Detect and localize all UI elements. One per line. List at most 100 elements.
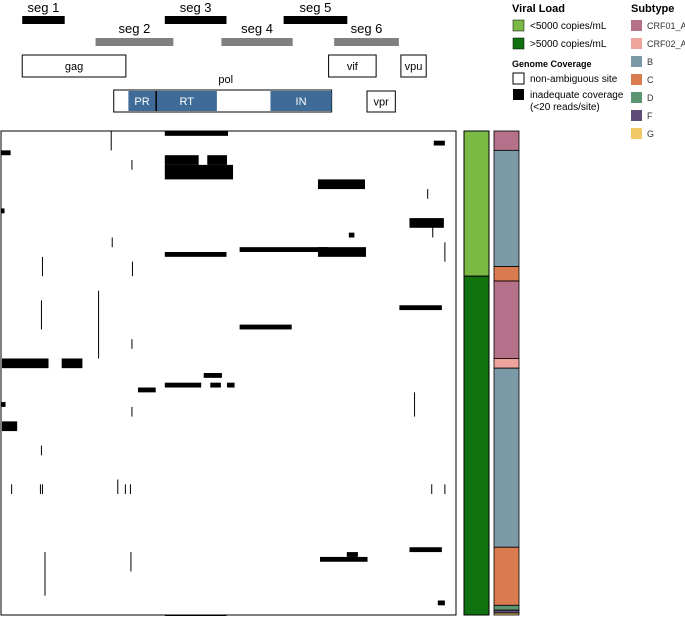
subtype-legend-title: Subtype: [631, 3, 674, 15]
low-coverage-block: [1, 150, 11, 156]
subtype-legend-label-f: F: [647, 111, 653, 121]
low-coverage-block: [210, 382, 221, 388]
subtype-segment-b: [493, 149, 520, 267]
coverage-legend-title: Genome Coverage: [512, 59, 592, 69]
gene-box-gag: [21, 54, 127, 78]
pol-domain-pr: [128, 91, 156, 111]
pol-domain-label-in: IN: [296, 96, 307, 108]
subtype-swatch-crf01-ae: [631, 20, 642, 31]
low-coverage-block: [138, 387, 156, 393]
coverage-swatch-0: [512, 72, 525, 85]
subtype-segment-g: [493, 612, 520, 616]
segment-label-seg-1: seg 1: [28, 0, 60, 15]
subtype-legend-label-g: G: [647, 129, 654, 139]
low-coverage-block: [164, 155, 199, 165]
subtype-segment-crf02-ag: [493, 358, 520, 369]
segment-label-seg-6: seg 6: [351, 21, 383, 36]
segment-label-seg-5: seg 5: [300, 0, 332, 15]
subtype-swatch-g: [631, 128, 642, 139]
low-coverage-block: [320, 556, 368, 562]
low-coverage-block: [409, 547, 442, 553]
segment-bar-seg-6: [334, 38, 399, 46]
gene-label-vif: vif: [347, 61, 359, 73]
subtype-segment-d: [493, 604, 520, 611]
subtype-segment-crf01-ae: [493, 130, 520, 151]
subtype-swatch-f: [631, 110, 642, 121]
subtype-segment-crf01-ae: [493, 280, 520, 359]
coverage-heatmap: [0, 130, 457, 616]
gene-box-vpr: [366, 90, 396, 113]
viral-load-legend-title: Viral Load: [512, 3, 565, 15]
segment-bar-seg-4: [221, 38, 293, 46]
low-coverage-block: [409, 218, 444, 228]
low-coverage-block: [207, 155, 227, 165]
low-coverage-block: [164, 615, 227, 616]
subtype-bar: [493, 130, 520, 616]
coverage-swatch-1: [513, 89, 524, 100]
viral-load-legend-label-0: <5000 copies/mL: [530, 21, 607, 32]
legends: Viral Load <5000 copies/mL >5000 copies/mL…: [512, 3, 685, 139]
low-coverage-block: [317, 179, 365, 190]
viral-load-swatch-0: [512, 19, 525, 32]
low-coverage-block: [437, 600, 445, 606]
low-coverage-block: [433, 140, 445, 146]
segment-bar-seg-3: [164, 16, 227, 24]
low-coverage-block: [1, 402, 6, 407]
subtype-segment-c: [493, 546, 520, 606]
subtype-segment-b: [493, 367, 520, 548]
low-coverage-marks: [1, 131, 446, 616]
gene-label-gag: gag: [65, 61, 83, 73]
pol-domain-in: [270, 91, 332, 111]
low-coverage-block: [2, 421, 18, 432]
subtype-segment-f: [493, 609, 520, 614]
viral-load-bar: [463, 130, 490, 616]
subtype-legend-label-crf01-ae: CRF01_AE: [647, 21, 685, 31]
coverage-legend-label-1-line1: inadequate coverage: [530, 90, 624, 101]
gene-box-vif: [328, 54, 377, 78]
subtype-legend-label-crf02-ag: CRF02_AG: [647, 39, 685, 49]
low-coverage-block: [164, 164, 234, 180]
low-coverage-block: [226, 382, 235, 388]
subtype-legend-label-d: D: [647, 93, 654, 103]
heatmap-frame: [0, 130, 457, 616]
low-coverage-block: [61, 358, 83, 369]
pol-domain-label-rt: RT: [180, 96, 195, 108]
low-coverage-block: [203, 373, 222, 378]
low-coverage-block: [317, 247, 367, 257]
low-coverage-block: [164, 252, 227, 257]
low-coverage-block: [239, 324, 292, 330]
viral-load-swatch-1: [512, 37, 525, 50]
gene-box-vpu: [400, 54, 427, 78]
pol-domain-rt: [156, 91, 217, 111]
low-coverage-block: [399, 305, 442, 311]
low-coverage-block: [2, 358, 49, 369]
segment-label-seg-2: seg 2: [119, 21, 151, 36]
segment-label-seg-3: seg 3: [180, 0, 212, 15]
amplicon-segments: seg 1 seg 2 seg 3 seg 4 seg 5 seg 6: [22, 0, 399, 46]
low-coverage-block: [164, 131, 228, 136]
low-coverage-block: [164, 382, 202, 388]
segment-bar-seg-1: [22, 16, 65, 24]
subtype-swatch-b: [631, 56, 642, 67]
low-coverage-block: [346, 552, 358, 557]
low-coverage-block: [239, 247, 329, 252]
segment-bar-seg-5: [283, 16, 348, 24]
low-coverage-block: [348, 232, 355, 238]
gene-label-vpr: vpr: [374, 97, 390, 109]
pol-domain-label-pr: PR: [134, 96, 149, 108]
viral-load-segment-5000-copies-ml: [463, 130, 490, 277]
gene-label-vpu: vpu: [405, 61, 423, 73]
segment-label-seg-4: seg 4: [241, 21, 273, 36]
subtype-segment-c: [493, 266, 520, 282]
coverage-legend-label-1: inadequate coverage(<20 reads/site): [530, 90, 624, 113]
subtype-swatch-crf02-ag: [631, 38, 642, 49]
subtype-swatch-c: [631, 74, 642, 85]
coverage-legend-label-0: non-ambiguous site: [530, 74, 618, 85]
viral-load-segment-5000-copies-ml: [463, 275, 490, 616]
low-coverage-block: [1, 208, 5, 214]
viral-load-legend-label-1: >5000 copies/mL: [530, 39, 607, 50]
subtype-legend-label-b: B: [647, 57, 653, 67]
subtype-swatch-d: [631, 92, 642, 103]
